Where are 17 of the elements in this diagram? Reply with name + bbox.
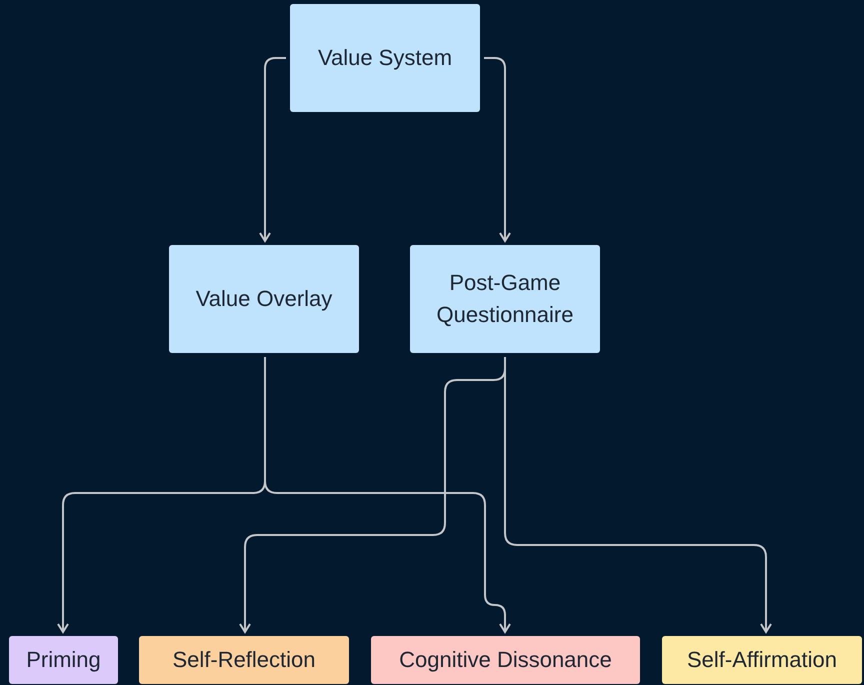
process-box [290,4,480,112]
process-box [410,245,600,353]
process-box [139,636,349,684]
arrow [484,57,511,242]
node-label: Post-Game Questionnaire [436,269,574,329]
arrow [504,357,772,633]
node-label: Self-Affirmation [687,646,837,674]
node-label: Value Overlay [196,285,332,314]
node-label: Priming [26,646,101,674]
process-box [169,245,359,353]
node-label: Cognitive Dissonance [399,646,612,674]
process-box [9,636,118,684]
node-label: Self-Reflection [172,646,316,674]
arrow [259,57,286,242]
process-box [371,636,640,684]
process-box [662,636,862,684]
node-label: Value System [318,44,452,72]
